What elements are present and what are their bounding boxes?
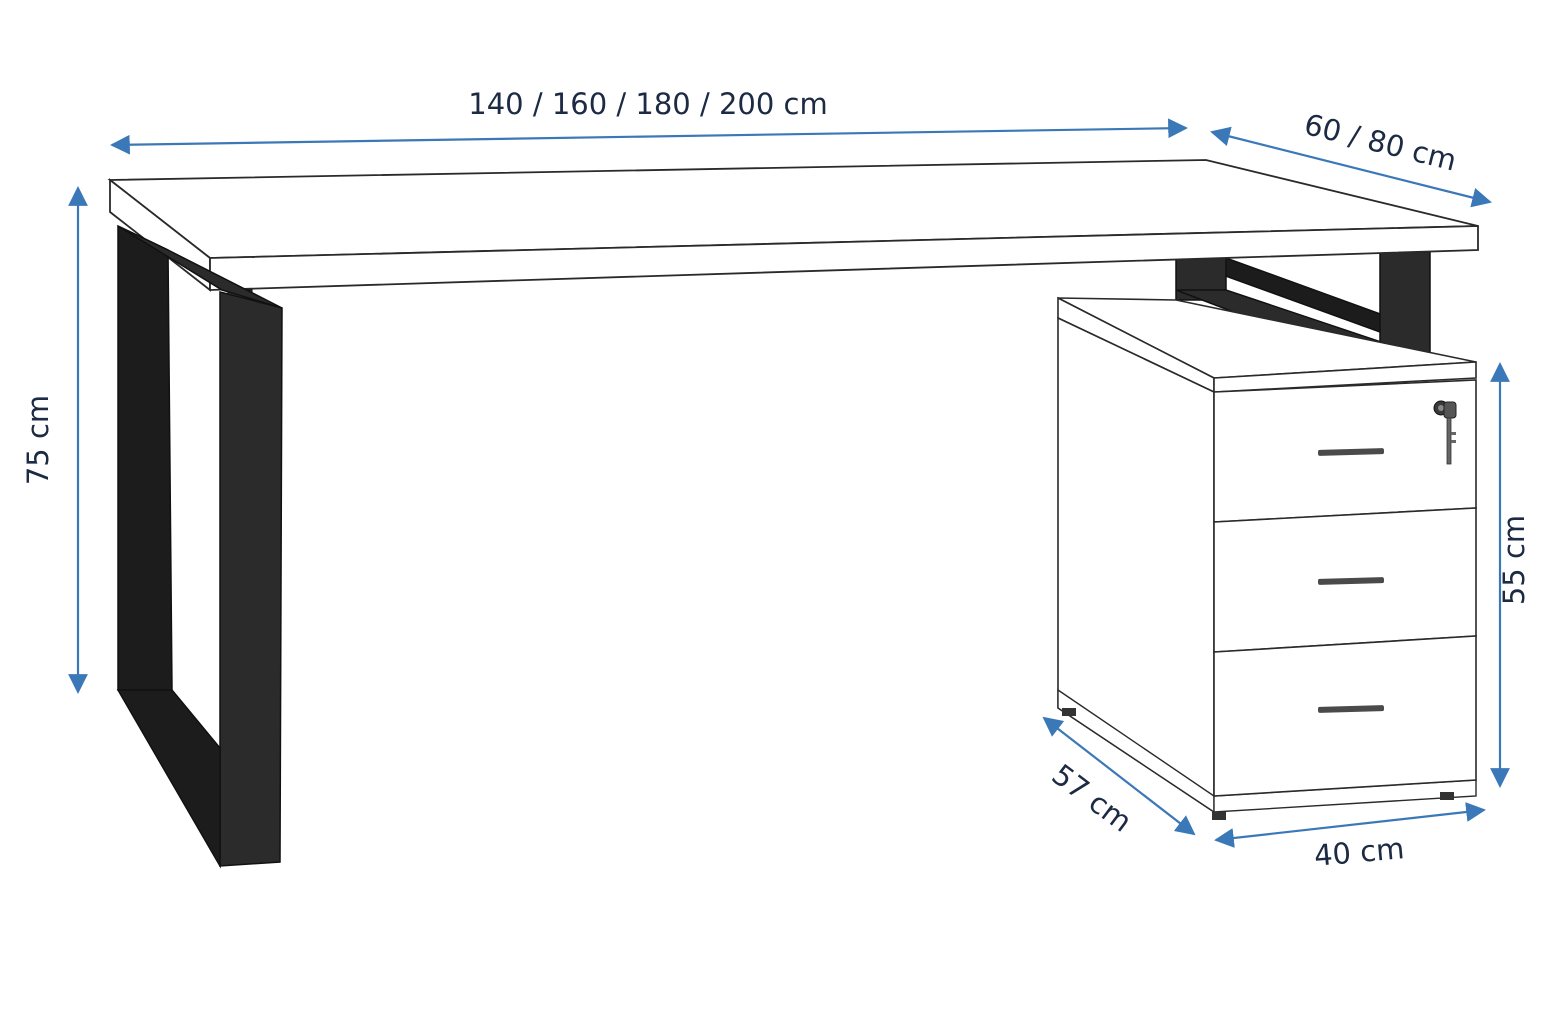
cabinet-foot bbox=[1062, 708, 1076, 716]
left-leg-front-post bbox=[219, 291, 283, 867]
drawer-handle-icon[interactable] bbox=[1317, 577, 1385, 585]
drawer-3[interactable] bbox=[1213, 635, 1477, 797]
cabinet-foot bbox=[1440, 792, 1454, 800]
cabinet-side-panel bbox=[1057, 316, 1215, 814]
cabinet-depth-dimension-label: 57 cm bbox=[1046, 757, 1139, 839]
height-dimension-label: 75 cm bbox=[21, 395, 55, 485]
cabinet-depth-dimension-arrow bbox=[1042, 716, 1196, 836]
drawer-cabinet bbox=[1057, 296, 1477, 820]
left-leg-frame bbox=[116, 224, 283, 869]
width-dimension-label: 140 / 160 / 180 / 200 cm bbox=[468, 87, 827, 121]
width-dimension-arrow bbox=[110, 118, 1188, 155]
drawer-handle-icon[interactable] bbox=[1317, 705, 1385, 713]
drawer-2[interactable] bbox=[1213, 507, 1477, 653]
drawer-front bbox=[1213, 635, 1477, 797]
depth-dimension-arrow bbox=[1210, 126, 1492, 208]
dimension-lines bbox=[68, 118, 1510, 848]
drawer-1[interactable] bbox=[1213, 379, 1477, 523]
left-leg-back-post bbox=[117, 224, 173, 691]
left-leg-bottom-bar bbox=[116, 689, 221, 869]
depth-dimension-label: 60 / 80 cm bbox=[1301, 107, 1460, 178]
drawer-handle-icon[interactable] bbox=[1317, 448, 1385, 456]
lock-with-key-icon[interactable] bbox=[1433, 400, 1457, 465]
desk-top bbox=[107, 159, 1479, 292]
cabinet-top-front-edge bbox=[1213, 361, 1477, 393]
cabinet-width-dimension-arrow bbox=[1214, 802, 1486, 848]
cabinet-height-dimension-label: 55 cm bbox=[1497, 515, 1531, 605]
cabinet-foot bbox=[1212, 812, 1226, 820]
cabinet-width-dimension-label: 40 cm bbox=[1313, 831, 1406, 873]
